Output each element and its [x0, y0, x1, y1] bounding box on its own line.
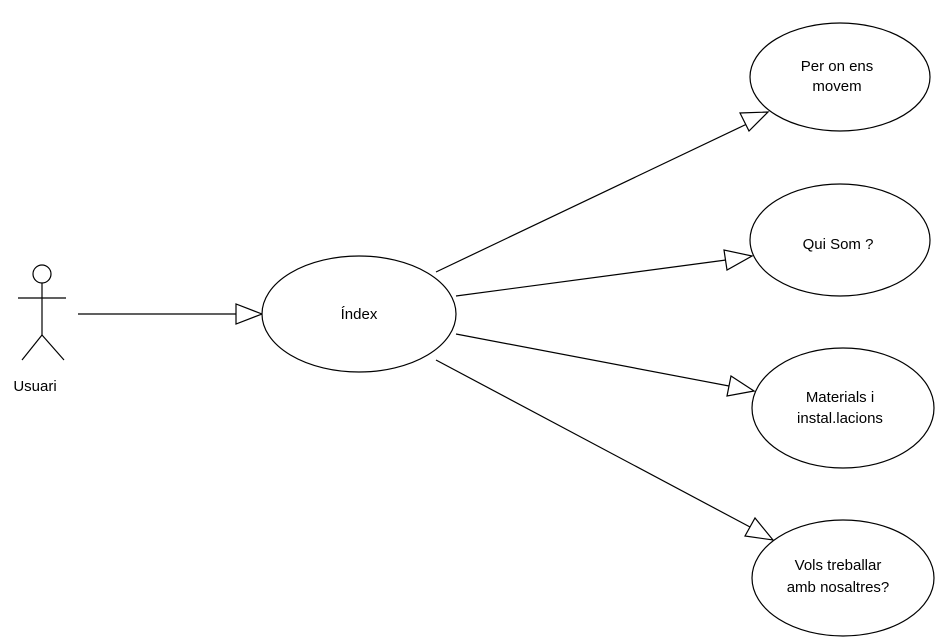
use-case-label: Qui Som ? — [803, 236, 874, 253]
association-index-uc2 — [455, 249, 754, 297]
actor-usuari: Usuari — [13, 264, 66, 395]
use-case-vols-treballar: Vols treballar amb nosaltres? — [751, 519, 935, 637]
use-case-label-line2: movem — [812, 78, 861, 95]
arrow-head — [726, 375, 756, 397]
use-case-label-line1: Per on ens — [801, 58, 874, 75]
actor-right-leg — [41, 334, 65, 361]
arrow-head — [235, 303, 264, 325]
use-case-ellipse — [749, 183, 931, 297]
actor-left-leg — [21, 334, 43, 361]
association-line — [435, 359, 751, 528]
association-line — [455, 259, 727, 297]
arrow-head — [744, 516, 775, 541]
association-line — [435, 122, 750, 273]
use-case-per-on-ens-movem: Per on ens movem — [749, 22, 931, 132]
use-case-ellipse — [261, 255, 457, 373]
use-case-label-line2: amb nosaltres? — [787, 579, 890, 596]
use-case-qui-som: Qui Som ? — [749, 183, 931, 297]
association-index-uc3 — [455, 333, 756, 397]
use-case-ellipse — [751, 347, 935, 469]
arrow-head — [739, 111, 770, 133]
use-case-materials: Materials i instal.lacions — [751, 347, 935, 469]
use-case-label-line1: Materials i — [806, 389, 874, 406]
association-index-uc1 — [435, 111, 770, 273]
use-case-ellipse — [751, 519, 935, 637]
association-index-uc4 — [435, 359, 775, 541]
association-line — [455, 333, 730, 387]
use-case-label-line1: Vols treballar — [795, 557, 882, 574]
use-case-label: Índex — [341, 306, 378, 323]
actor-label: Usuari — [13, 378, 56, 395]
association-actor-index — [78, 303, 264, 325]
use-case-label-line2: instal.lacions — [797, 410, 883, 427]
use-case-index: Índex — [261, 255, 457, 373]
arrow-head — [723, 249, 754, 271]
actor-head — [32, 264, 52, 284]
use-case-ellipse — [749, 22, 931, 132]
